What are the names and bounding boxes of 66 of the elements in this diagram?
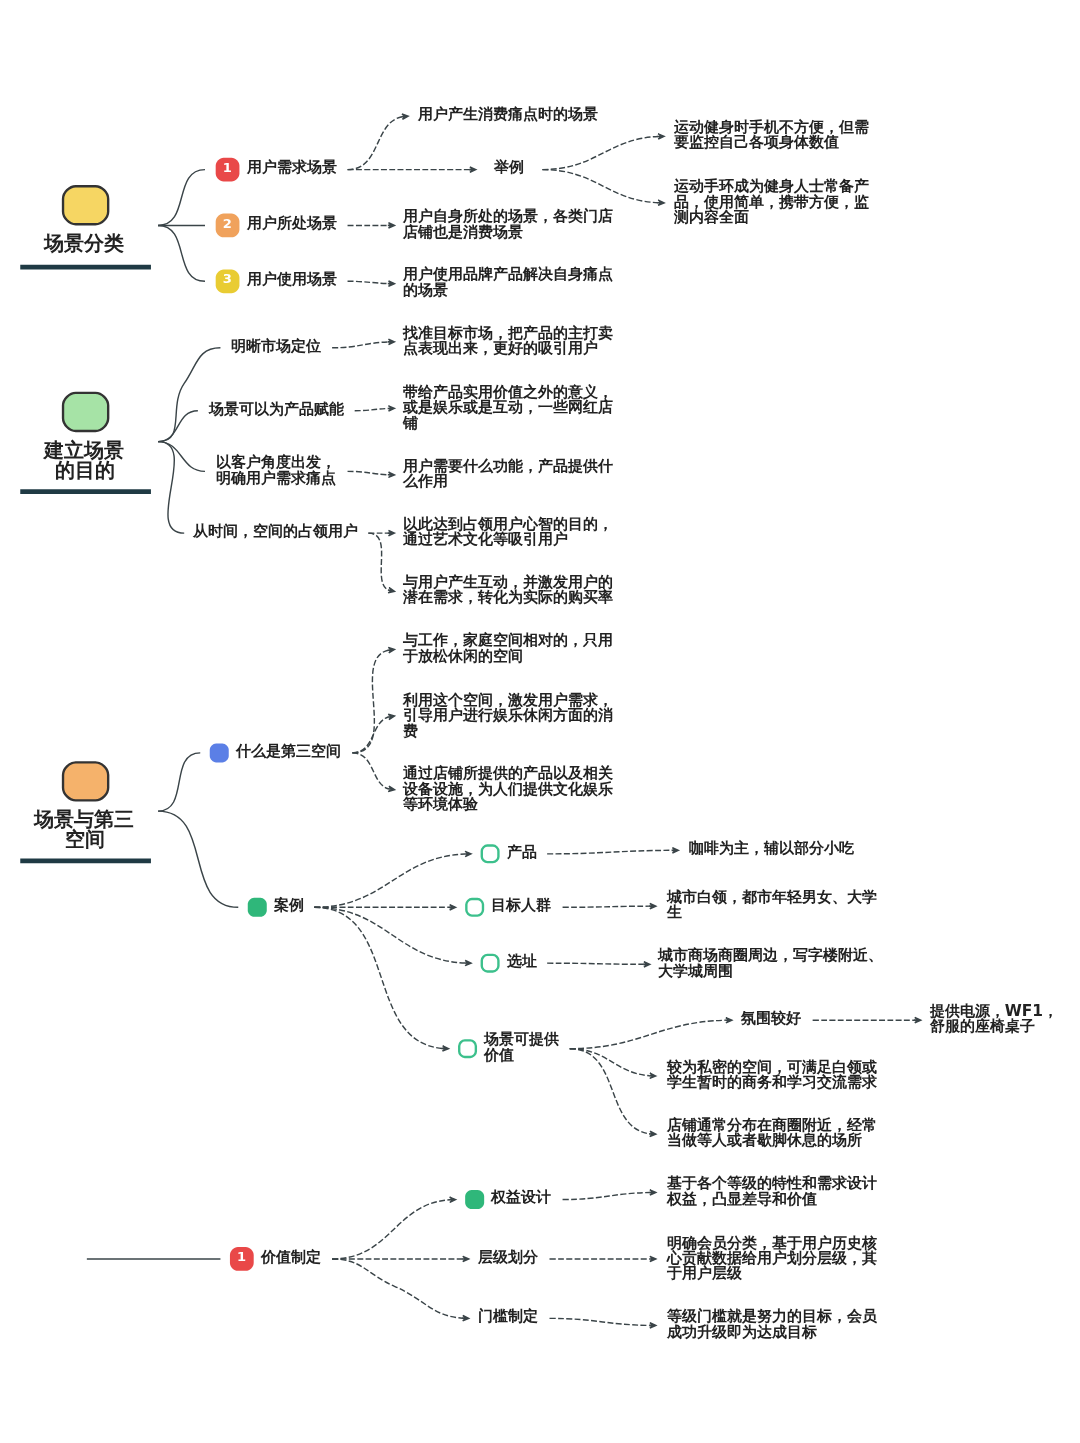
connector bbox=[157, 224, 206, 282]
node-label: 权益设计 bbox=[491, 1187, 552, 1206]
node-text: 氛围较好 bbox=[741, 1008, 802, 1027]
arrow bbox=[351, 751, 396, 792]
node-label: 选址 bbox=[506, 951, 537, 970]
arrow bbox=[331, 1257, 470, 1322]
node-text: 提供电源，WF1，舒服的座椅桌子 bbox=[929, 1001, 1058, 1035]
arrow bbox=[346, 221, 396, 229]
node-text: 以此达到占领用户心智的目的，通过艺术文化等吸引用户 bbox=[403, 514, 614, 548]
arrow bbox=[546, 960, 651, 968]
arrow bbox=[811, 1016, 922, 1024]
node-text: 与工作，家庭空间相对的，只用于放松休闲的空间 bbox=[403, 630, 614, 665]
connector bbox=[157, 440, 206, 472]
node-text: 城市商场商圈周边，写字楼附近、大学城周围 bbox=[658, 945, 884, 980]
node-text: 明确会员分类，基于用户历史核心贡献数据给用户划分层级，其于用户层级 bbox=[666, 1233, 877, 1282]
node-label: 什么是第三空间 bbox=[235, 741, 341, 760]
connector bbox=[157, 809, 239, 908]
arrow bbox=[346, 470, 396, 478]
arrow bbox=[313, 906, 450, 1052]
connector bbox=[157, 440, 185, 534]
arrow bbox=[353, 404, 396, 412]
node-text: 运动健身时手机不方便，但需要监控自己各项身体数值 bbox=[673, 117, 869, 151]
node-text: 场景可以为产品赋能 bbox=[208, 399, 344, 418]
node-text: 找准目标市场，把产品的主打卖点表现出来，更好的吸引用户 bbox=[403, 323, 614, 357]
connector bbox=[157, 168, 206, 226]
node-label: 目标人群 bbox=[491, 895, 552, 914]
node-text: 城市白领，都市年轻男女、大学生 bbox=[666, 887, 877, 921]
arrow bbox=[548, 1317, 657, 1329]
arrow bbox=[346, 165, 477, 173]
arrow bbox=[548, 1255, 657, 1262]
node-label: 用户所处场景 bbox=[246, 213, 337, 232]
arrow bbox=[569, 1047, 657, 1137]
node-text: 店铺通常分布在商圈附近，经常当做等人或者歇脚休息的场所 bbox=[666, 1115, 877, 1149]
node-text: 以客户角度出发，明确用户需求痛点 bbox=[215, 452, 336, 487]
node-label: 案例 bbox=[273, 895, 304, 914]
node-text: 等级门槛就是努力的目标，会员成功升级即为达成目标 bbox=[666, 1306, 877, 1341]
node-text: 运动手环成为健身人士常备产品，使用简单，携带方便，监测内容全面 bbox=[673, 176, 869, 226]
arrow bbox=[561, 902, 657, 910]
node-label: 价值制定 bbox=[260, 1247, 321, 1266]
node-text: 用户产生消费痛点时的场景 bbox=[417, 104, 598, 123]
node-text: 与用户产生互动，并激发用户的潜在需求，转化为实际的购买率 bbox=[403, 572, 614, 606]
node-text: 从时间，空间的占领用户 bbox=[193, 521, 359, 540]
arrow bbox=[546, 846, 680, 855]
connector bbox=[86, 1257, 222, 1260]
node-text: 举例 bbox=[493, 157, 524, 176]
node-label: 产品 bbox=[506, 842, 537, 861]
node-text: 咖啡为主，辅以部分小吃 bbox=[689, 838, 855, 857]
node-text: 用户自身所处的场景，各类门店店铺也是消费场景 bbox=[403, 206, 614, 241]
node-text: 明晰市场定位 bbox=[231, 336, 322, 355]
node-text: 通过店铺所提供的产品以及相关设备设施，为人们提供文化娱乐等环境体验 bbox=[403, 763, 614, 813]
node-text: 层级划分 bbox=[478, 1247, 539, 1266]
node-text: 利用这个空间，激发用户需求，引导用户进行娱乐休闲方面的消费 bbox=[403, 690, 614, 740]
node-text: 较为私密的空间，可满足白领或学生暂时的商务和学习交流需求 bbox=[666, 1057, 877, 1091]
node-text: 用户需要什么功能，产品提供什么作用 bbox=[403, 456, 614, 490]
arrow bbox=[346, 279, 396, 287]
node-text: 带给产品实用价值之外的意义，或是娱乐或是互动，一些网红店铺 bbox=[403, 382, 614, 432]
arrow bbox=[331, 338, 396, 348]
node-text: 门槛制定 bbox=[478, 1306, 539, 1325]
arrow bbox=[367, 529, 396, 536]
node-label: 场景可提供价值 bbox=[484, 1029, 560, 1064]
arrow bbox=[367, 531, 396, 593]
node-label: 用户使用场景 bbox=[246, 269, 337, 288]
arrow bbox=[541, 168, 665, 206]
node-text: 用户使用品牌产品解决自身痛点的场景 bbox=[403, 264, 614, 299]
node-label: 用户需求场景 bbox=[246, 157, 337, 176]
node-text: 基于各个等级的特性和需求设计权益，凸显差导和价值 bbox=[666, 1173, 877, 1208]
